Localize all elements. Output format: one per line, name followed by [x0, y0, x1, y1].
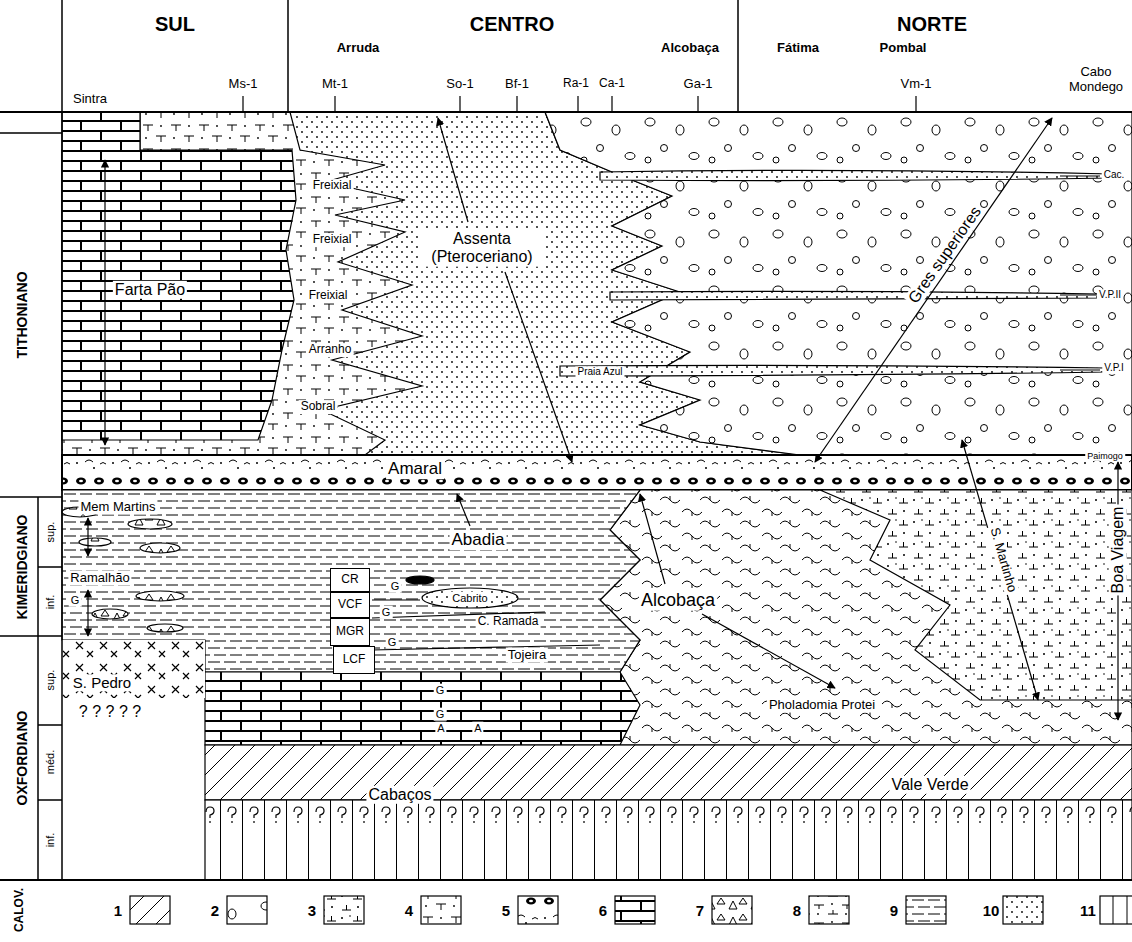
member-label: Freixial: [311, 179, 354, 193]
leader-arrows: [88, 118, 1118, 720]
well-name: Sintra: [71, 92, 109, 107]
member-label: Freixial: [311, 233, 354, 247]
substage-name: inf.: [44, 593, 57, 612]
well-name: Bf-1: [503, 77, 531, 92]
unit-box: LCF: [333, 646, 375, 674]
legend-number: 10: [982, 902, 1001, 919]
mineral-symbol: G: [69, 594, 82, 607]
well-name: Vm-1: [898, 77, 933, 92]
locality-name: Pombal: [878, 41, 929, 56]
region-header: NORTE: [895, 13, 969, 36]
stage-name: KIMERIDGIANO: [14, 513, 30, 622]
legend-swatch: [1003, 896, 1043, 924]
legend-number: 4: [404, 902, 414, 919]
formation-label: Ramalhão: [68, 571, 131, 586]
rock-units: [62, 112, 1132, 880]
well-name: Ga-1: [682, 77, 715, 92]
unit-code: MGR: [336, 625, 364, 638]
mineral-symbol: A: [435, 722, 446, 735]
well-name: Ra-1: [561, 77, 591, 91]
legend-swatch: [906, 896, 946, 924]
legend-swatch: [324, 896, 364, 924]
formation-label: Cabaços: [366, 786, 433, 804]
member-label: V.P.II: [1097, 289, 1123, 301]
legend-swatch: [712, 896, 752, 924]
substage-name: sup.: [44, 520, 57, 545]
formation-label: S. Pedro: [71, 674, 133, 691]
legend-number: 2: [210, 902, 220, 919]
member-label: Paimogo: [1085, 451, 1125, 461]
unit-code: VCF: [338, 598, 362, 611]
substage-name: inf.: [44, 831, 57, 850]
unit-box: MGR: [330, 618, 370, 646]
formation-label: Alcobaça: [639, 590, 717, 611]
formation-label: Farta Pão: [113, 281, 187, 299]
formation-label: Boa Viagem: [1109, 505, 1127, 596]
mineral-symbol: G: [434, 708, 447, 721]
stage-name: CALOV.: [13, 886, 27, 934]
legend-swatch: [1100, 896, 1132, 924]
legend-swatch: [518, 896, 558, 924]
uncertainty-mark: ? ? ? ? ?: [77, 703, 143, 721]
stage-name: OXFORDIANO: [14, 709, 30, 808]
region-header: CENTRO: [468, 13, 556, 36]
unit-code: LCF: [343, 653, 366, 666]
unit-box: VCF: [330, 592, 370, 618]
formation-label: Amaral: [386, 459, 444, 479]
legend-number: 5: [501, 902, 511, 919]
locality-name: Fátima: [775, 41, 821, 56]
well-name: Mt-1: [320, 77, 350, 92]
well-name: Ca-1: [597, 77, 627, 91]
member-label: Praia Azul: [575, 366, 624, 378]
mineral-symbol: G: [434, 684, 447, 697]
formation-label: Assenta (Pteroceriano): [420, 230, 544, 267]
member-label: Cabrito: [450, 592, 489, 605]
legend-swatch: [227, 896, 267, 924]
well-name: So-1: [444, 77, 475, 92]
mineral-symbol: G: [389, 580, 402, 593]
member-label: Cac.: [1102, 169, 1127, 181]
legend-number: 3: [307, 902, 317, 919]
member-label: C. Ramada: [476, 615, 541, 629]
member-label: Pholadomia Protei: [767, 698, 877, 713]
legend-number: 1: [113, 902, 123, 919]
legend-swatch: [615, 896, 655, 924]
locality-name: Alcobaça: [659, 41, 721, 56]
substage-name: méd.: [44, 748, 57, 776]
member-label: Freixial: [307, 289, 350, 303]
legend-number: 9: [889, 902, 899, 919]
formation-label: Vale Verde: [889, 776, 970, 794]
unit-code: CR: [341, 573, 358, 586]
well-name: Ms-1: [227, 77, 260, 92]
well-name: Cabo Mondego: [1062, 65, 1130, 95]
mineral-symbol: G: [380, 606, 393, 619]
legend-swatch: [421, 896, 461, 924]
legend-number: 6: [598, 902, 608, 919]
member-label: Tojeira: [506, 648, 548, 663]
member-label: Mem Martins: [78, 500, 157, 515]
stage-name: TITHONIANO: [14, 269, 30, 360]
legend-number: 11: [1079, 902, 1097, 919]
member-label: Sobral: [299, 400, 338, 414]
region-header: SUL: [153, 13, 197, 36]
mineral-symbol: G: [386, 636, 399, 649]
legend-swatch: [130, 896, 170, 924]
legend-swatch: [809, 896, 849, 924]
member-label: Arranho: [307, 343, 354, 357]
member-label: V.P.I: [1102, 362, 1125, 374]
unit-box: CR: [330, 568, 370, 592]
mineral-symbol: A: [472, 722, 483, 735]
substage-name: sup.: [44, 668, 57, 693]
locality-name: Arruda: [335, 41, 382, 56]
frame-lines: [0, 0, 1132, 880]
legend-number: 8: [792, 902, 802, 919]
legend-number: 7: [695, 902, 705, 919]
formation-label: Abadia: [450, 530, 507, 550]
